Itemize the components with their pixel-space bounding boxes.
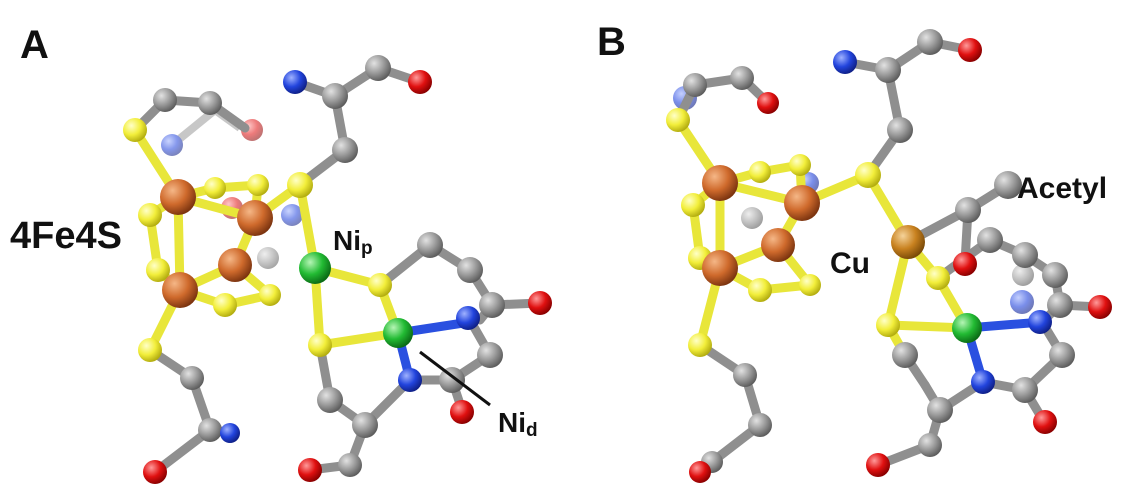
iron-atom [162, 272, 198, 308]
oxygen-atom [757, 92, 779, 114]
sulfur-atom [855, 162, 881, 188]
panel-a-letter: A [20, 23, 49, 67]
oxygen-atom [866, 453, 890, 477]
carbon-atom [317, 387, 343, 413]
acetyl-label: Acetyl [1017, 172, 1107, 205]
carbon-atom [417, 232, 443, 258]
sulfur-atom [259, 284, 281, 306]
sulfur-atom [789, 154, 811, 176]
carbon-atom [332, 137, 358, 163]
carbon-atom [457, 257, 483, 283]
nitrogen-atom [398, 368, 422, 392]
carbon-atom [887, 117, 913, 143]
carbon-atom [365, 55, 391, 81]
nitrogen-atom [220, 423, 240, 443]
oxygen-atom [953, 252, 977, 276]
sulfur-atom [123, 118, 147, 142]
sulfur-atom [688, 333, 712, 357]
sulfur-atom [368, 273, 392, 297]
oxygen-atom [408, 70, 432, 94]
sulfur-atom [287, 172, 313, 198]
nickel-atom [952, 313, 982, 343]
sulfur-atom [926, 266, 950, 290]
carbon-atom [352, 412, 378, 438]
carbon-atom [994, 171, 1022, 199]
nickel-d-atom [383, 318, 413, 348]
nitrogen-atom [971, 370, 995, 394]
sulfur-atom [681, 193, 705, 217]
carbon-atom [927, 397, 953, 423]
carbon-atom [918, 433, 942, 457]
iron-atom [160, 179, 196, 215]
nitrogen-atom [456, 306, 480, 330]
ni-d-label: Nid [498, 407, 538, 441]
carbon-atom [1012, 377, 1038, 403]
ni-p-label: Nip [333, 225, 373, 259]
iron-atom [237, 200, 273, 236]
panel-b-atoms [666, 29, 1112, 483]
panel-a: A 4Fe4S Nip Nid [10, 23, 552, 484]
sulfur-atom [876, 313, 900, 337]
sulfur-atom [204, 177, 226, 199]
panel-b-letter: B [597, 20, 626, 64]
carbon-atom [477, 342, 503, 368]
nitrogen-atom [1028, 310, 1052, 334]
oxygen-atom [528, 291, 552, 315]
carbon-atom [1047, 292, 1073, 318]
oxygen-atom [689, 461, 711, 483]
carbon-atom [892, 342, 918, 368]
oxygen-atom [143, 460, 167, 484]
iron-atom [761, 228, 795, 262]
cluster-label: 4Fe4S [10, 215, 122, 257]
carbon-atom [153, 88, 177, 112]
sulfur-atom [213, 293, 237, 317]
iron-atom [218, 248, 252, 282]
nitrogen-atom [833, 50, 857, 74]
carbon-atom [748, 413, 772, 437]
iron-atom [784, 185, 820, 221]
panel-a-atoms [123, 55, 552, 484]
carbon-atom [917, 29, 943, 55]
iron-atom [702, 165, 738, 201]
carbon-atom [180, 366, 204, 390]
sulfur-atom [138, 203, 162, 227]
carbon-atom [730, 66, 754, 90]
sulfur-atom [748, 278, 772, 302]
carbon-atom [198, 91, 222, 115]
carbon-atom [1012, 242, 1038, 268]
sulfur-atom [799, 274, 821, 296]
sulfur-atom [749, 161, 771, 183]
iron-atom [702, 250, 738, 286]
sulfur-atom [247, 174, 269, 196]
carbon-atom [955, 197, 981, 223]
carbon-atom [683, 73, 707, 97]
oxygen-atom [1088, 295, 1112, 319]
carbon-atom [1042, 262, 1068, 288]
carbon-atom [479, 292, 505, 318]
sulfur-atom [308, 333, 332, 357]
carbon-atom [439, 367, 465, 393]
sulfur-atom [138, 338, 162, 362]
oxygen-atom [958, 38, 982, 62]
oxygen-atom [1033, 410, 1057, 434]
carbon-atom [733, 363, 757, 387]
panel-b: B Acetyl Cu [597, 20, 1112, 483]
carbon-atom [338, 453, 362, 477]
nickel-p-atom [299, 252, 331, 284]
carbon-atom [1049, 342, 1075, 368]
nitrogen-atom [283, 70, 307, 94]
carbon-atom [198, 418, 222, 442]
copper-atom [891, 225, 925, 259]
sulfur-atom [666, 108, 690, 132]
carbon-atom [977, 227, 1003, 253]
sulfur-atom [146, 258, 170, 282]
oxygen-atom [298, 458, 322, 482]
ni-d-leader-line [419, 350, 491, 407]
carbon-atom [322, 83, 348, 109]
carbon-atom [875, 57, 901, 83]
oxygen-atom [450, 400, 474, 424]
cu-label: Cu [830, 247, 870, 280]
